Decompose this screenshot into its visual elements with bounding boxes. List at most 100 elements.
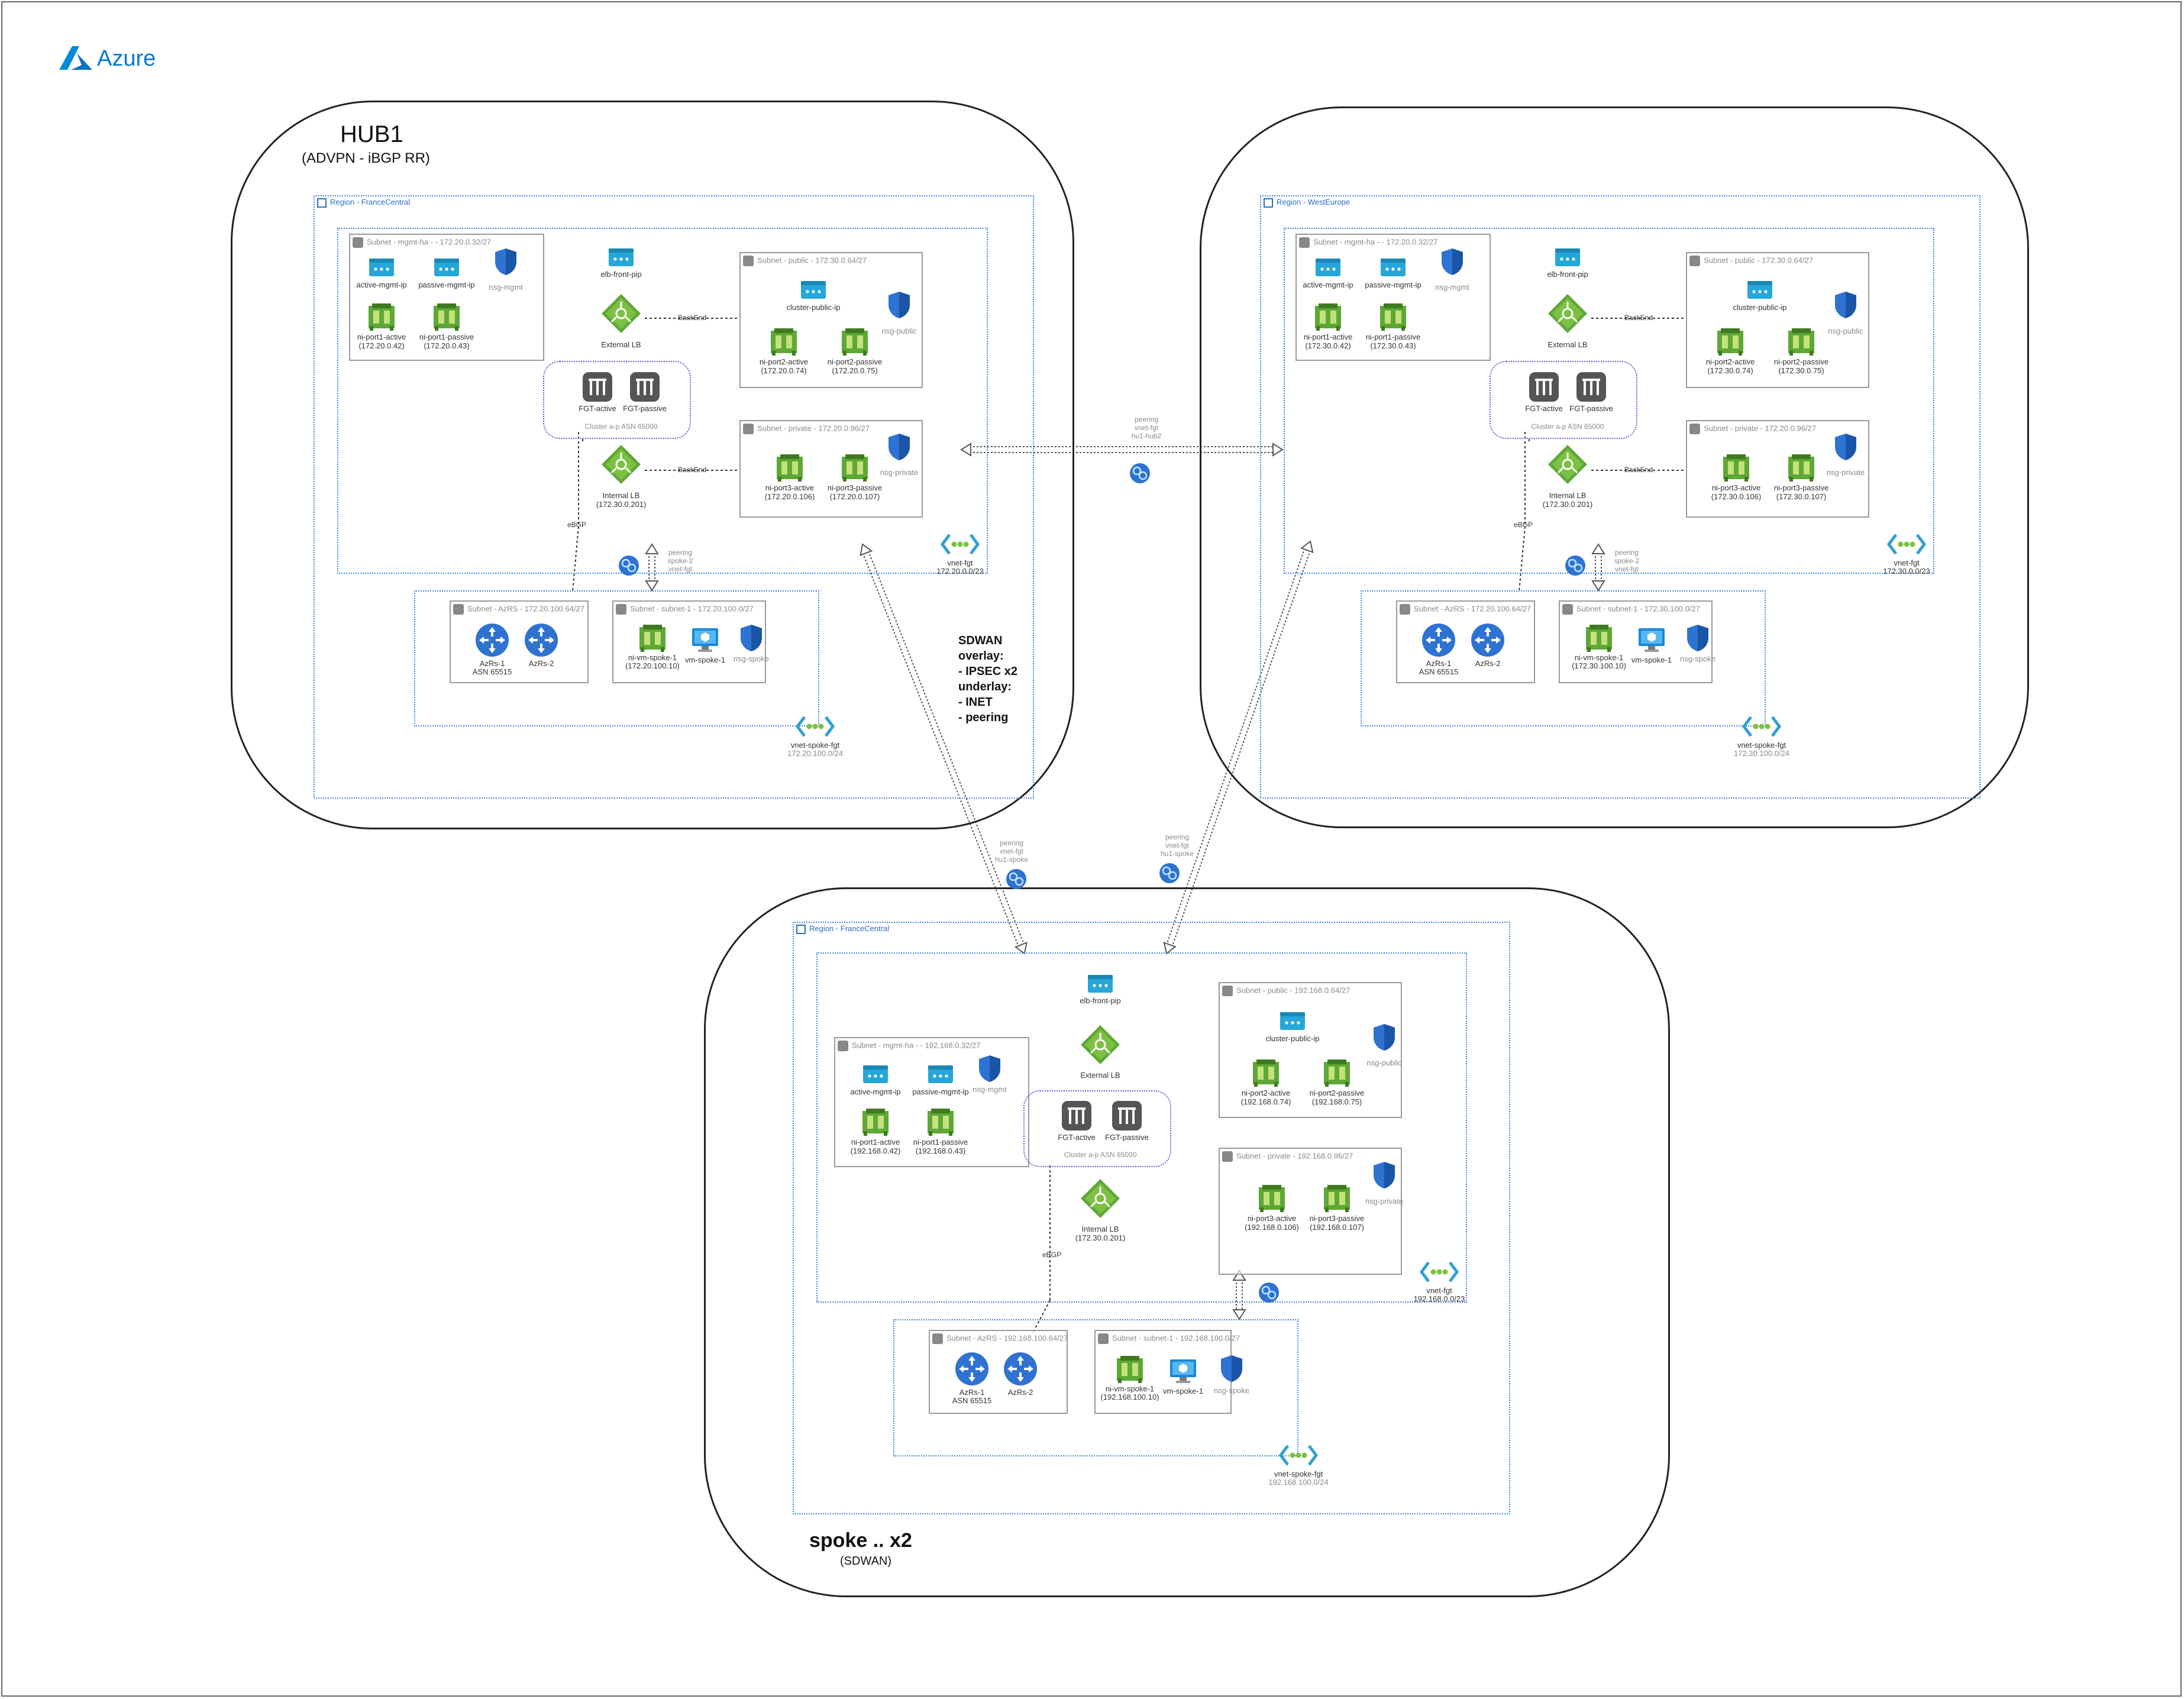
hub1-azrs-subnet-title-text: Subnet - AzRS - 172.20.100.64/27 xyxy=(467,604,585,613)
hub2-private-subnet-title-text: Subnet - private - 172.20.0.96/27 xyxy=(1704,424,1817,433)
connector-line xyxy=(572,526,579,592)
hub2-port1-active-ip: (172.30.0.42) xyxy=(1305,341,1351,350)
hub1-vnet-fgt-icon xyxy=(940,532,980,556)
subnet-icon xyxy=(1689,424,1700,434)
hub1-fgt-passive: FGT-passive xyxy=(623,404,667,413)
hub2-active-mgmt-pip-icon xyxy=(1315,258,1341,277)
spoke-vm-spoke: vm-spoke-1 xyxy=(1163,1387,1203,1396)
subnet-icon xyxy=(453,604,464,615)
hub2-azrs2-icon xyxy=(1470,622,1505,658)
spoke-nsg-mgmt-icon xyxy=(978,1054,1001,1083)
hub2-azrs1-asn: ASN 65515 xyxy=(1419,667,1459,676)
hub1-fgt-active: FGT-active xyxy=(579,404,616,413)
spoke-port2-passive-ip: (192.168.0.75) xyxy=(1311,1097,1362,1106)
hub2-port2-passive: ni-port2-passive xyxy=(1773,357,1829,366)
hub1-subtitle: (ADVPN - iBGP RR) xyxy=(302,150,430,166)
spoke-nsg-public-icon xyxy=(1372,1023,1396,1051)
hub2-public-subnet-title-text: Subnet - public - 172.30.0.64/27 xyxy=(1704,256,1814,265)
hub2-container xyxy=(1200,106,2029,828)
subnet-icon xyxy=(1689,256,1700,266)
spoke-external-lb-icon xyxy=(1080,1025,1120,1065)
hub2-port3-passive: ni-port3-passive xyxy=(1773,483,1829,492)
region-icon xyxy=(796,924,806,934)
spoke-port3-active-ip: (192.168.0.106) xyxy=(1245,1223,1299,1232)
hub1-fgt-active-icon xyxy=(582,372,613,402)
hub1-port1-active: ni-port1-active xyxy=(357,332,406,341)
hub2-ni-vm-spoke-ip: (172.30.100.10) xyxy=(1572,661,1626,670)
hub1-private-subnet-title-text: Subnet - private - 172.20.0.96/27 xyxy=(757,424,870,433)
subnet-icon xyxy=(353,237,363,248)
hub2-fgt-active-icon xyxy=(1529,372,1559,402)
hub1-public-subnet-title: Subnet - public - 172.30.0.64/27 xyxy=(743,256,867,266)
hub2-external-lb: External LB xyxy=(1547,340,1588,349)
hub2-vnet-fgt-box xyxy=(1284,228,1934,574)
spoke-nsg-private-icon xyxy=(1372,1161,1396,1189)
spoke-cluster-pip-icon xyxy=(1280,1012,1306,1031)
hub1-backend2-label: BackEnd xyxy=(677,466,707,474)
azure-logo-icon xyxy=(59,46,92,70)
hub1-vnet-spoke: vnet-spoke-fgt xyxy=(790,741,840,750)
hub1-cluster-pip-icon xyxy=(800,280,826,299)
hub1-port2-active-ip: (172.20.0.74) xyxy=(761,366,807,375)
hub2-region-title-text: Region - WestEurope xyxy=(1277,198,1351,206)
hub2-vnet-spoke-box xyxy=(1361,590,1766,726)
hub2-port3-passive-nic-icon xyxy=(1787,453,1815,482)
hub2-peering-l3: vnet-fgt xyxy=(1614,565,1639,573)
hub1-internal-lb: Internal LB xyxy=(602,491,640,500)
spoke-region xyxy=(793,922,1510,1514)
spoke-port1-passive-nic-icon xyxy=(926,1107,955,1136)
spoke-ni-vm-spoke: ni-vm-spoke-1 xyxy=(1105,1384,1155,1393)
hub2-port3-active-nic-icon xyxy=(1722,453,1750,482)
hub1-vnet-spoke-box xyxy=(414,590,819,726)
hub1-port3-passive: ni-port3-passive xyxy=(827,483,883,492)
spoke-fgt-active-icon xyxy=(1061,1100,1092,1131)
hub2-port2-passive-ip: (172.30.0.75) xyxy=(1778,366,1824,375)
hub1-azrs2: AzRs-2 xyxy=(528,659,554,668)
hub1-active-mgmt-ip: active-mgmt-ip xyxy=(356,280,407,289)
subnet-icon xyxy=(743,424,754,434)
spoke-active-mgmt-ip: active-mgmt-ip xyxy=(850,1087,901,1096)
hub1-internal-lb-ip: (172.30.0.201) xyxy=(596,500,647,509)
hub2-private-subnet-title: Subnet - private - 172.20.0.96/27 xyxy=(1689,424,1816,434)
spoke-fgt-passive: FGT-passive xyxy=(1105,1133,1149,1142)
hub2-port2-passive-nic-icon xyxy=(1787,327,1815,356)
spoke-cluster-asn: Cluster a-p ASN 65000 xyxy=(1064,1151,1137,1159)
spoke-region-title-text: Region - FranceCentral xyxy=(809,924,890,933)
hub2-spoke-subnet-title-text: Subnet - subnet-1 - 172.30.100.0/27 xyxy=(1576,604,1700,613)
hub2-backend2-label: BackEnd xyxy=(1624,466,1653,474)
hub2-elb-pip-icon xyxy=(1555,248,1581,267)
hub1-azrs-subnet-title: Subnet - AzRS - 172.20.100.64/27 xyxy=(453,604,584,615)
hub2-ni-vm-spoke: ni-vm-spoke-1 xyxy=(1574,653,1624,662)
hub1-vnet-fgt: vnet-fgt xyxy=(947,558,973,567)
subnet-icon xyxy=(1562,604,1573,615)
hub1-spoke-peering-icon xyxy=(1006,868,1027,890)
hub1-region xyxy=(314,195,1034,799)
hub2-port1-active: ni-port1-active xyxy=(1303,332,1353,341)
spoke-elb-pip-icon xyxy=(1087,974,1113,993)
hub1-hub2-peering-arrow xyxy=(960,442,1284,457)
hub2-cluster-public-ip: cluster-public-ip xyxy=(1733,303,1787,312)
hub2-port2-active-ip: (172.30.0.74) xyxy=(1707,366,1753,375)
hub1-ni-vm-spoke: ni-vm-spoke-1 xyxy=(628,653,677,662)
hub2-vnet-fgt-cidr: 172.30.0.0/23 xyxy=(1883,567,1930,576)
spoke-port1-active-ip: (192.168.0.42) xyxy=(850,1146,901,1155)
hub1-title: HUB1 xyxy=(340,121,403,147)
hub2-nsg-spoke-icon xyxy=(1686,624,1710,652)
spoke-elb-front-pip: elb-front-pip xyxy=(1080,996,1121,1005)
hub1-passive-mgmt-pip-icon xyxy=(434,258,460,277)
spoke-public-subnet xyxy=(1219,982,1402,1118)
hub2-nsg-spoke: nsg-spoke xyxy=(1680,654,1715,663)
hub1-port2-passive: ni-port2-passive xyxy=(827,357,883,366)
spoke-vnet-spoke: vnet-spoke-fgt xyxy=(1274,1469,1323,1478)
hub2-spoke-subnet xyxy=(1559,600,1713,683)
hub2-cluster-pip-icon xyxy=(1747,280,1773,299)
spoke-azrs1-asn: ASN 65515 xyxy=(952,1396,992,1405)
hub1-azrs2-icon xyxy=(524,622,559,658)
hub1-spoke-peering-arrow xyxy=(860,543,1028,955)
spoke-port1-active: ni-port1-active xyxy=(851,1138,900,1146)
hub1-spoke-peering-arrow xyxy=(645,543,659,592)
spoke-port1-active-nic-icon xyxy=(861,1107,890,1136)
hub2-nsg-public: nsg-public xyxy=(1828,327,1863,335)
